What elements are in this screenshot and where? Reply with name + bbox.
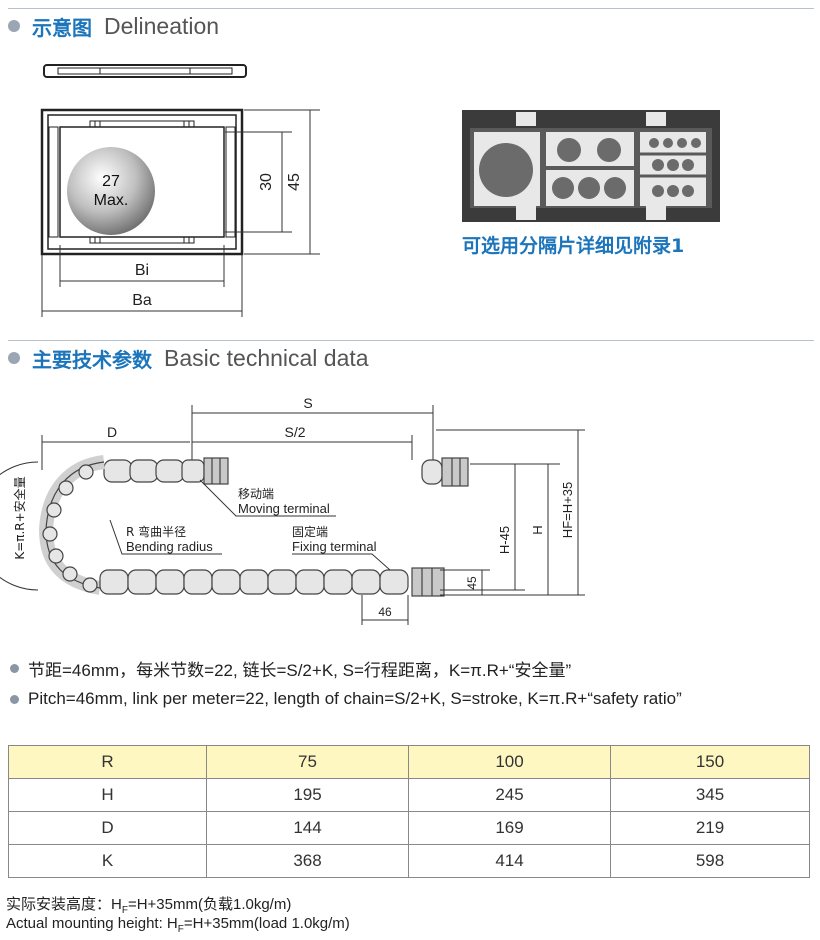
moving-end-bracket (421, 457, 469, 487)
bending-radius-zh: R 弯曲半径 (126, 524, 186, 539)
ball-label-2: Max. (94, 192, 129, 209)
row-label: H (8, 778, 207, 812)
table-row: R 75 100 150 (8, 745, 810, 779)
table-cell: 245 (408, 778, 611, 812)
section-title-zh: 主要技术参数 (32, 347, 152, 372)
outer-height-label: 45 (286, 173, 303, 191)
hf-label: HF=H+35 (560, 482, 575, 538)
k-formula-label: K=π.R+安全量 (12, 476, 27, 559)
table-row: D 144 169 219 (8, 811, 810, 845)
table-cell: 144 (206, 811, 409, 845)
cover-plate (43, 64, 247, 78)
separator-illustration (462, 110, 720, 222)
bullet-en: Pitch=46mm, link per meter=22, length of… (10, 689, 682, 709)
table-cell: 345 (610, 778, 810, 812)
fixing-terminal-zh: 固定端 (292, 524, 328, 539)
chain-bend (38, 455, 106, 595)
cross-section-diagram: 27 Max. 30 45 Bi Ba (40, 64, 320, 317)
bullet-dot-icon (10, 664, 19, 673)
note-en-prefix: Actual mounting height: H (6, 915, 178, 932)
outer-width-label: Ba (132, 292, 152, 309)
height-dimensions (225, 109, 320, 255)
section-title-en: Delineation (104, 12, 220, 39)
fixing-terminal-en: Fixing terminal (292, 539, 377, 554)
table-cell: 219 (610, 811, 810, 845)
table-cell: 414 (408, 844, 611, 878)
bullet-dot-icon (10, 694, 19, 704)
moving-terminal-en: Moving terminal (238, 501, 330, 516)
note-en-sub: F (177, 924, 184, 935)
bullet-dot-icon (8, 20, 20, 32)
h-minus-label: H-45 (497, 526, 512, 554)
max-diameter-ball (67, 147, 155, 235)
d-label: D (107, 424, 117, 440)
bullet-zh: 节距=46mm，每米节数=22, 链长=S/2+K, S=行程距离，K=π.R+… (10, 656, 571, 681)
section-header-delineation: 示意图 Delineation (8, 10, 219, 42)
mounting-note-en: Actual mounting height: HF=H+35mm(load 1… (6, 915, 350, 935)
stroke-label: S (303, 395, 312, 411)
table-cell: 150 (610, 745, 810, 779)
width-dimensions (41, 245, 243, 317)
table-cell: 75 (206, 745, 409, 779)
note-en-suffix: =H+35mm(load 1.0kg/m) (183, 915, 350, 932)
moving-terminal-zh: 移动端 (238, 487, 274, 501)
pitch-46-label: 46 (378, 605, 392, 619)
half-stroke-label: S/2 (284, 424, 305, 440)
chain-lower-run (99, 567, 445, 597)
bending-radius-en: Bending radius (126, 539, 213, 554)
section-title-zh: 示意图 (32, 15, 92, 40)
note-zh-sub: F (121, 905, 128, 916)
row-label: D (8, 811, 207, 845)
note-zh-suffix: =H+35mm(负载1.0kg/m) (127, 896, 292, 913)
inner-width-label: Bi (135, 262, 149, 279)
separator-caption: 可选用分隔片详细见附录1 (462, 235, 685, 257)
chain-layout-diagram: S S/2 D K=π.R+安全量 (0, 395, 585, 625)
table-row: K 368 414 598 (8, 844, 810, 878)
bullet-en-text: Pitch=46mm, link per meter=22, length of… (28, 689, 682, 708)
table-cell: 169 (408, 811, 611, 845)
table-row: H 195 245 345 (8, 778, 810, 812)
h-label: H (530, 525, 545, 534)
table-cell: 598 (610, 844, 810, 878)
spec-table: R 75 100 150 H 195 245 345 D 144 169 219… (8, 745, 810, 878)
ball-label-1: 27 (102, 173, 120, 190)
bullet-zh-text: 节距=46mm，每米节数=22, 链长=S/2+K, S=行程距离，K=π.R+… (28, 661, 572, 680)
bullet-dot-icon (8, 352, 20, 364)
table-cell: 195 (206, 778, 409, 812)
dim-45-label: 45 (465, 576, 479, 590)
chain-upper-run (103, 457, 229, 485)
row-label: K (8, 844, 207, 878)
table-cell: 100 (408, 745, 611, 779)
table-cell: 368 (206, 844, 409, 878)
row-label: R (8, 745, 207, 779)
section-rule (8, 340, 814, 341)
top-rule (8, 8, 814, 9)
section-title-en: Basic technical data (164, 344, 369, 371)
note-zh-prefix: 实际安装高度：H (6, 896, 122, 913)
inner-height-label: 30 (258, 173, 275, 191)
section-header-technical: 主要技术参数 Basic technical data (8, 342, 369, 374)
mounting-note-zh: 实际安装高度：HF=H+35mm(负载1.0kg/m) (6, 893, 291, 916)
